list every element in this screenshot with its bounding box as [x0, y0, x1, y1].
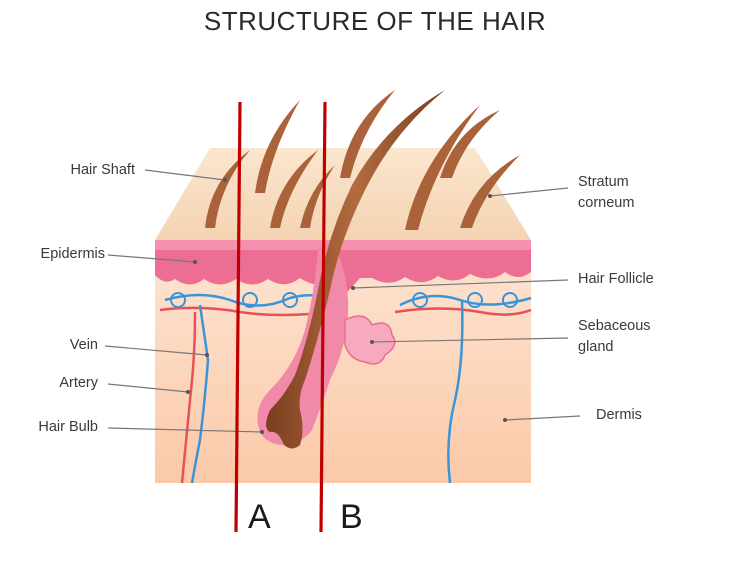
label-stratum-line2: corneum — [578, 195, 635, 211]
label-sebaceous-line1: Sebaceous — [578, 318, 651, 334]
label-stratum-line1: Stratum — [578, 174, 629, 190]
artery-vessel — [159, 306, 532, 317]
label-stratum-corneum: Stratum corneum — [578, 172, 634, 214]
sebaceous-gland — [344, 315, 396, 365]
label-hair-shaft: Hair Shaft — [70, 162, 135, 178]
label-sebaceous-line2: gland — [578, 339, 614, 355]
label-epidermis: Epidermis — [40, 246, 105, 262]
surface-hairs — [205, 90, 520, 230]
label-artery: Artery — [59, 375, 98, 391]
marker-label-b: B — [340, 498, 363, 536]
marker-label-a: A — [248, 498, 271, 536]
vein-descending — [190, 304, 210, 484]
vein-right — [447, 299, 464, 484]
marker-line-b — [319, 101, 327, 533]
artery-descending — [180, 311, 197, 484]
epidermis-highlight — [155, 240, 531, 250]
label-hair-bulb: Hair Bulb — [38, 419, 98, 435]
label-sebaceous-gland: Sebaceous gland — [578, 316, 651, 358]
label-vein: Vein — [69, 337, 98, 353]
label-dermis: Dermis — [596, 407, 642, 423]
diagram-title: STRUCTURE OF THE HAIR — [203, 6, 547, 36]
main-hair — [266, 90, 445, 449]
marker-line-a — [234, 101, 242, 533]
label-hair-follicle: Hair Follicle — [578, 271, 654, 287]
